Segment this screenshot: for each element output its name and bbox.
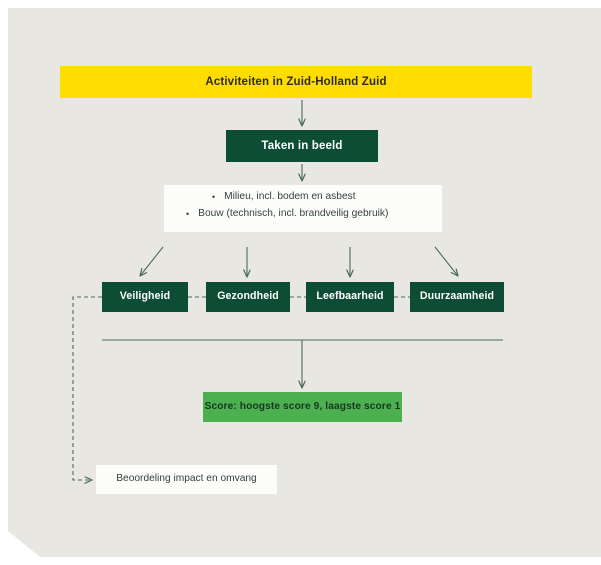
node-veiligheid: Veiligheid: [102, 282, 188, 312]
node-score: Score: hoogste score 9, laagste score 1: [203, 392, 402, 422]
banner-activiteiten: Activiteiten in Zuid-Holland Zuid: [60, 66, 532, 98]
bullet-list: • Milieu, incl. bodem en asbest • Bouw (…: [164, 191, 442, 221]
list-item-label: Milieu, incl. bodem en asbest: [224, 191, 356, 202]
bullet-icon: •: [186, 208, 190, 219]
bullet-icon: •: [212, 191, 216, 202]
node-duurzaamheid: Duurzaamheid: [410, 282, 504, 312]
node-beoordeling-impact-en-omvang: Beoordeling impact en omvang: [96, 465, 277, 494]
node-taken-in-beeld: Taken in beeld: [226, 130, 378, 162]
list-item: • Bouw (technisch, incl. brandveilig geb…: [164, 208, 442, 221]
list-item: • Milieu, incl. bodem en asbest: [164, 191, 442, 204]
node-leefbaarheid: Leefbaarheid: [306, 282, 394, 312]
node-bullet-list: • Milieu, incl. bodem en asbest • Bouw (…: [164, 185, 442, 232]
list-item-label: Bouw (technisch, incl. brandveilig gebru…: [198, 207, 389, 219]
node-gezondheid: Gezondheid: [206, 282, 290, 312]
